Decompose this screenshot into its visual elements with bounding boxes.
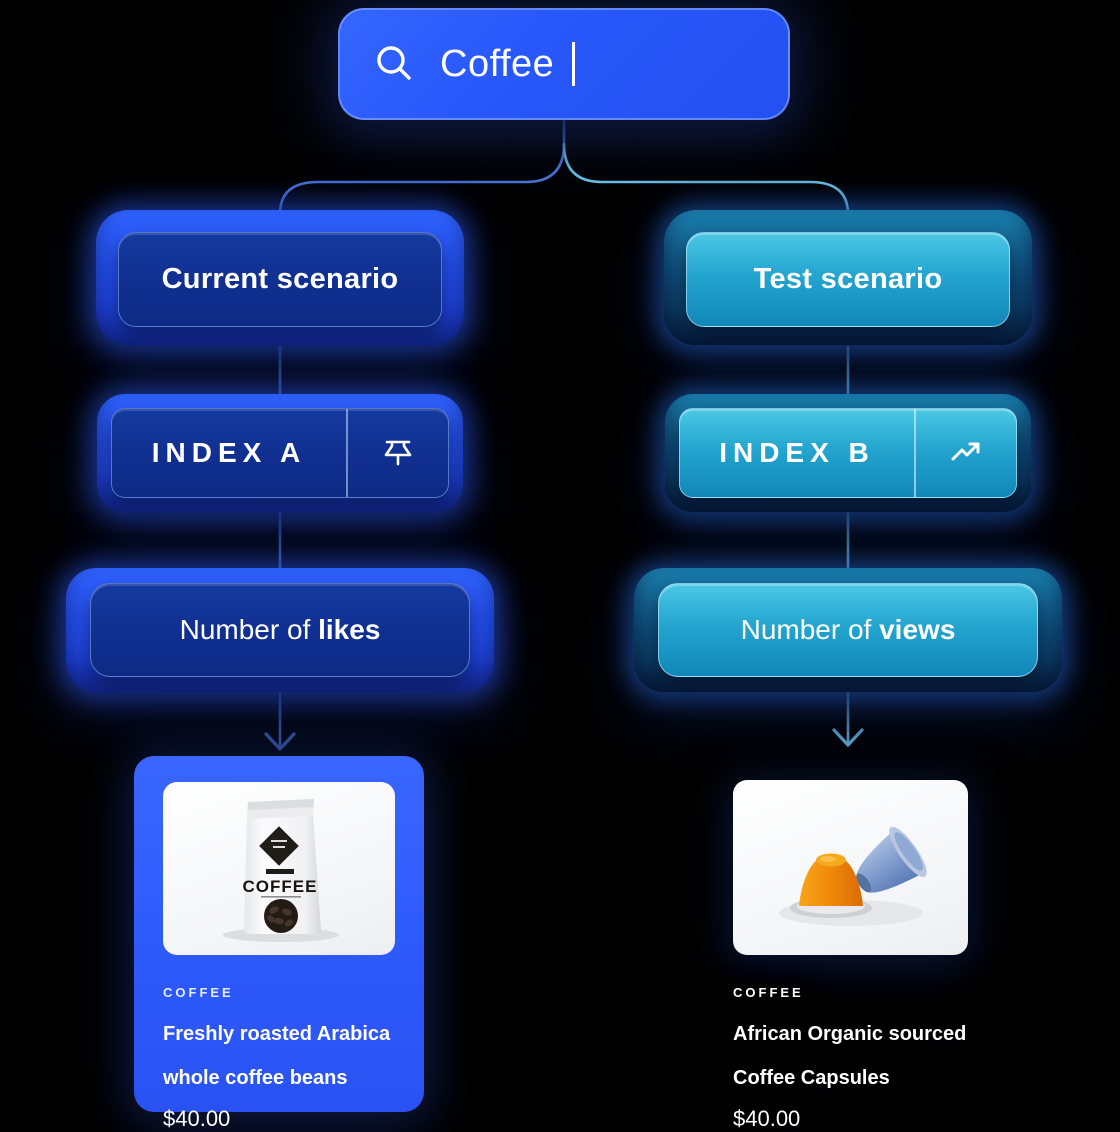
current-scenario-label: Current scenario (161, 263, 399, 295)
bag-label: COFFEE (243, 877, 318, 896)
product-category: COFFEE (733, 985, 804, 1000)
index-a-icon-segment[interactable] (348, 409, 449, 497)
metric-likes-label: Number of likes (179, 614, 381, 645)
text-cursor (572, 42, 576, 86)
right-arrowhead (832, 728, 864, 747)
index-a-button[interactable]: INDEX A (97, 394, 463, 512)
index-b-button[interactable]: INDEX B (665, 394, 1031, 512)
metric-views-box[interactable]: Number of views (634, 568, 1062, 692)
fork-line-left (278, 114, 566, 216)
product-card-test[interactable]: COFFEE African Organic sourced Coffee Ca… (733, 756, 983, 1132)
search-input[interactable]: Coffee (338, 8, 790, 120)
metric-likes-box[interactable]: Number of likes (66, 568, 494, 692)
index-b-icon-segment[interactable] (916, 409, 1017, 497)
product-title: Freshly roasted Arabica whole coffee bea… (163, 1023, 391, 1089)
left-arrowhead (264, 732, 296, 751)
pin-icon (384, 440, 412, 466)
product-title: African Organic sourced Coffee Capsules (733, 1023, 967, 1089)
index-b-label: INDEX B (719, 437, 875, 468)
product-image-coffee-bag: COFFEE (163, 782, 395, 955)
trending-up-icon (951, 442, 980, 461)
search-query: Coffee (440, 42, 555, 85)
test-scenario-label: Test scenario (753, 263, 943, 295)
index-a-label: INDEX A (151, 437, 307, 468)
test-scenario-button[interactable]: Test scenario (664, 210, 1032, 345)
metric-views-label: Number of views (740, 614, 956, 645)
product-price: $40.00 (733, 1106, 801, 1131)
search-icon (377, 46, 411, 80)
divider (914, 409, 916, 497)
current-scenario-button[interactable]: Current scenario (96, 210, 464, 345)
divider (346, 409, 348, 497)
product-card-current[interactable]: COFFEE COFFEE Freshly roasted Arabica wh… (134, 756, 424, 1131)
product-price: $40.00 (163, 1106, 231, 1131)
product-category: COFFEE (163, 985, 234, 1000)
fork-line-right (562, 142, 850, 216)
product-image-coffee-capsules (733, 780, 968, 955)
